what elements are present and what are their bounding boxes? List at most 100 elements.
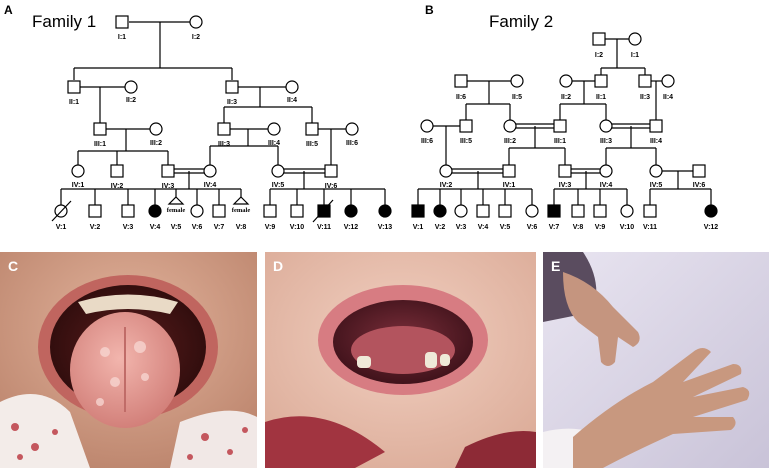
b-label-III3: III:3 [600,138,612,145]
photo-e-hands: E [543,252,769,468]
a-label-IV3: IV:3 [162,183,175,190]
a-label-II3: II:3 [227,99,237,106]
a-V1-deceased-slash [51,200,72,222]
b-IV1-male [502,164,516,178]
b-IV3-male [558,164,572,178]
family-2-labels: I:2 I:1 II:6 II:5 II:2 II:1 II:3 II:4 II… [413,52,719,231]
panel-e-letter: E [551,258,561,274]
b-label-V5: V:5 [500,224,511,231]
a-label-II2: II:2 [126,97,136,104]
b-II4-female [661,74,675,88]
a-label-V10: V:10 [290,224,305,231]
b-V11-male [643,204,657,218]
b-V12-female-affected [704,204,718,218]
a-V11-deceased-slash [312,199,334,223]
b-label-III6: III:6 [421,138,433,145]
a-V10-male [290,204,304,218]
b-label-II1: II:1 [596,94,606,101]
a-V7-male [212,204,226,218]
b-label-IV2: IV:2 [440,182,453,189]
b-label-V1: V:1 [413,224,424,231]
a-III6-female [345,122,359,136]
family-1-pedigree: I:1 I:2 II:1 II:2 II:3 II:4 III:1 III:2 … [51,15,393,231]
a-label-female-1: female [167,207,186,214]
b-label-V6: V:6 [527,224,538,231]
a-IV5-female [271,164,285,178]
b-II2-female [559,74,573,88]
b-V4-male [476,204,490,218]
a-III1-male [93,122,107,136]
photo-c-drawing [0,252,257,468]
family-1-lines [60,21,386,205]
a-IV2-male [110,164,124,178]
b-label-V10: V:10 [620,224,635,231]
b-label-II3: II:3 [640,94,650,101]
b-label-V7: V:7 [549,224,560,231]
b-label-V3: V:3 [456,224,467,231]
a-IV4-female [203,164,217,178]
a-V6-female [190,204,204,218]
b-II6-male [454,74,468,88]
b-IV5-female [649,164,663,178]
a-V3-male [121,204,135,218]
a-label-V9: V:9 [265,224,276,231]
a-V13-female-affected [378,204,392,218]
a-label-V5: V:5 [171,224,182,231]
panel-a-title: Family 1 [32,12,96,31]
b-IV2-female [439,164,453,178]
a-IV6-male [324,164,338,178]
photo-e-drawing [543,252,769,468]
pedigree-figure: A Family 1 [4,3,719,231]
a-label-female-2: female [232,207,251,214]
b-I2-male [592,32,606,46]
a-label-III1: III:1 [94,141,106,148]
a-V2-male [88,204,102,218]
a-I2-female [189,15,203,29]
a-label-V13: V:13 [378,224,393,231]
a-label-III4: III:4 [268,140,280,147]
b-label-V8: V:8 [573,224,584,231]
b-label-III5: III:5 [460,138,472,145]
a-label-III5: III:5 [306,141,318,148]
b-V9-male [593,204,607,218]
b-I1-female [628,32,642,46]
b-V5-male [498,204,512,218]
b-V3-female [454,204,468,218]
b-label-III1: III:1 [554,138,566,145]
b-V8-male [571,204,585,218]
a-V12-female-affected [344,204,358,218]
b-II1-male [594,74,608,88]
b-label-IV6: IV:6 [693,182,706,189]
b-III5-male [459,119,473,133]
b-V10-female [620,204,634,218]
a-label-V1: V:1 [56,224,67,231]
a-IV3-male [161,164,175,178]
a-label-III3: III:3 [218,141,230,148]
a-V5-female-triangle [167,196,185,205]
b-label-II5: II:5 [512,94,522,101]
a-label-V8: V:8 [236,224,247,231]
b-III4-male [649,119,663,133]
photo-d-drawing [265,252,536,468]
panel-a-letter: A [4,3,13,17]
a-label-III2: III:2 [150,140,162,147]
b-IV6-male [692,164,706,178]
b-III6-female [420,119,434,133]
b-label-II2: II:2 [561,94,571,101]
b-label-V11: V:11 [643,224,657,231]
a-label-II1: II:1 [69,99,79,106]
a-label-III6: III:6 [346,140,358,147]
panel-c-letter: C [8,258,19,274]
a-label-V6: V:6 [192,224,203,231]
b-V6-female [525,204,539,218]
b-V1-male-affected [411,204,425,218]
a-II3-male [225,80,239,94]
b-III3-female [599,119,613,133]
a-IV1-female [71,164,85,178]
a-II1-male [67,80,81,94]
b-label-I1: I:1 [631,52,639,59]
a-label-V12: V:12 [344,224,359,231]
a-label-IV1: IV:1 [72,182,85,189]
b-label-V9: V:9 [595,224,606,231]
b-III2-female [503,119,517,133]
